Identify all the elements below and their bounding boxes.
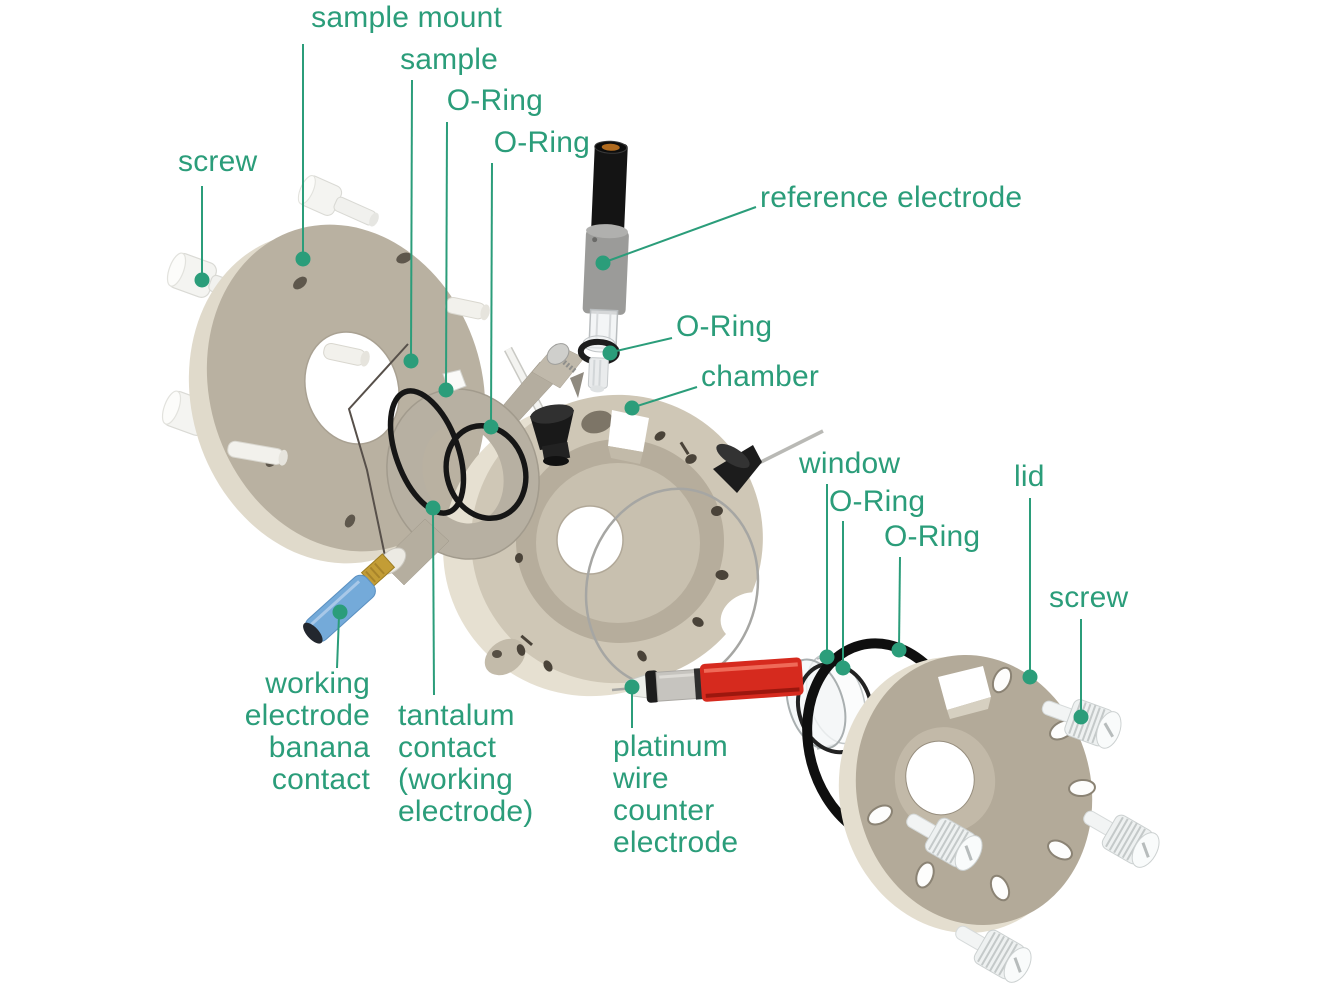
label-tantalum-contact: tantalum contact (working electrode)	[398, 699, 534, 828]
dot-reference-electrode	[595, 255, 611, 271]
dot-screw-right	[1073, 709, 1089, 725]
sample-edge-line	[347, 343, 409, 557]
dot-o-ring-2	[483, 419, 499, 435]
dot-lid	[1022, 669, 1038, 685]
label-working-electrode: working electrode banana contact	[244, 667, 370, 796]
dot-o-ring-lid	[891, 642, 907, 658]
chamber-face-holes	[514, 431, 729, 672]
dot-chamber	[624, 400, 640, 416]
dot-sample-mount	[295, 251, 311, 267]
label-lid: lid	[1014, 460, 1045, 493]
label-sample-mount: sample mount	[311, 1, 502, 34]
dot-o-ring-ref	[602, 345, 618, 361]
dot-window	[819, 649, 835, 665]
label-platinum-wire: platinum wire counter electrode	[613, 730, 739, 859]
label-dots	[194, 251, 1089, 725]
label-screw-left: screw	[178, 145, 258, 178]
leader-lines	[201, 44, 1082, 728]
label-o-ring-2: O-Ring	[493, 126, 590, 159]
label-reference-electrode: reference electrode	[760, 181, 1023, 214]
dot-platinum-wire	[624, 679, 640, 695]
lid-notch	[938, 666, 991, 710]
rubber-stopper-top	[530, 404, 574, 466]
label-o-ring-lid: O-Ring	[884, 520, 981, 553]
label-o-ring-ref: O-Ring	[676, 310, 773, 343]
alignment-pegs	[227, 296, 490, 466]
rubber-stopper-right	[713, 429, 824, 493]
dot-sample	[403, 353, 419, 369]
lid-part	[838, 655, 1096, 933]
dot-screw-left	[194, 272, 210, 288]
dot-o-ring-1	[438, 382, 454, 398]
dot-working-electrode	[332, 604, 348, 620]
label-sample: sample	[400, 43, 498, 76]
lid-holes	[867, 666, 1096, 902]
label-o-ring-window: O-Ring	[829, 485, 926, 518]
chamber-notch	[608, 410, 649, 452]
counter-electrode-part	[624, 657, 804, 703]
chamber-part	[443, 346, 824, 697]
label-screw-right: screw	[1049, 581, 1129, 614]
reference-port-hole	[581, 410, 613, 434]
label-chamber: chamber	[701, 360, 820, 393]
label-o-ring-1: O-Ring	[446, 84, 543, 117]
dot-tantalum-contact	[425, 500, 441, 516]
label-window: window	[799, 447, 901, 480]
reference-electrode-part	[577, 140, 629, 393]
dot-o-ring-window	[835, 660, 851, 676]
